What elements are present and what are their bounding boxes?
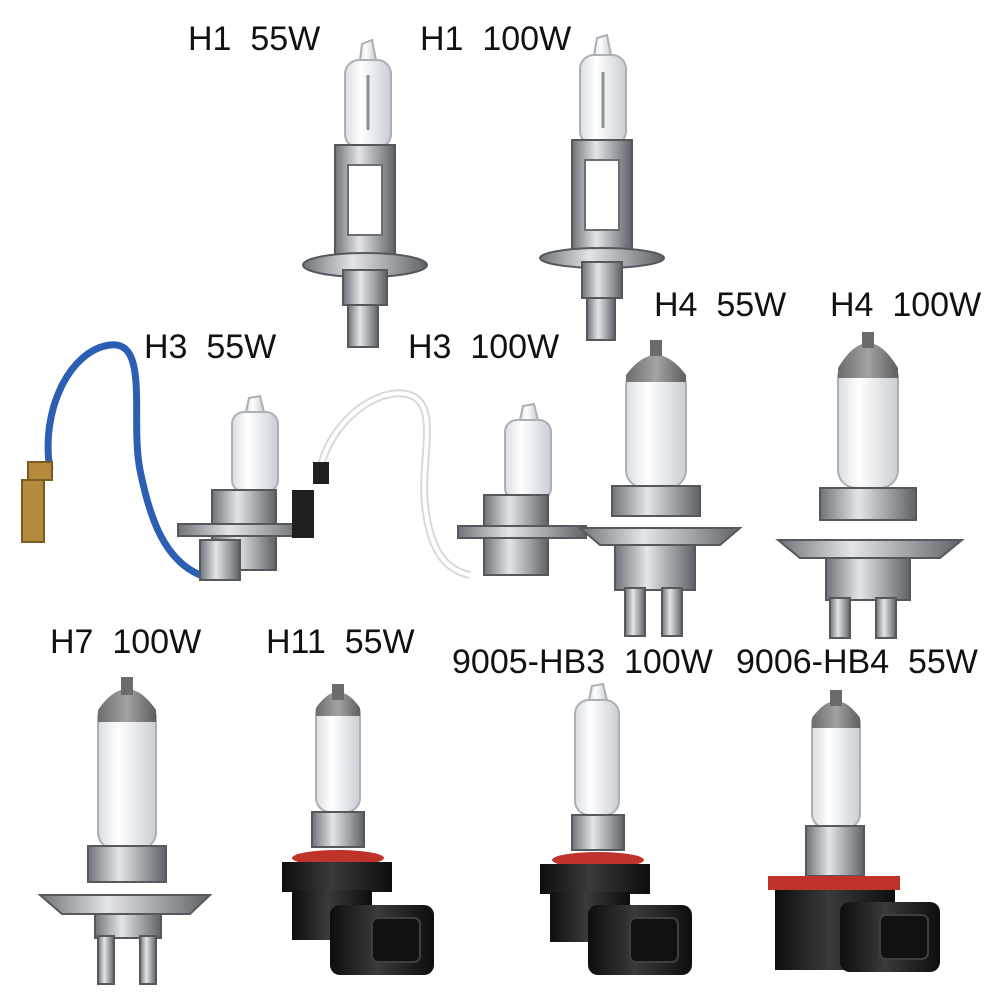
bulb-h1-55w — [302, 38, 428, 348]
label-h4-100w: H4 100W — [830, 286, 982, 324]
label-h1-55w: H1 55W — [188, 20, 321, 58]
label-h1-100w: H1 100W — [420, 20, 572, 58]
bulb-h11-55w — [282, 684, 434, 975]
bulb-h4-100w — [775, 332, 965, 639]
label-9005-hb3-100w: 9005-HB3 100W — [452, 643, 713, 681]
bulb-h3-100w — [292, 389, 587, 579]
label-9006-hb4-55w: 9006-HB4 55W — [736, 643, 978, 681]
bulb-h7-100w — [37, 677, 213, 985]
label-h4-55w: H4 55W — [654, 286, 787, 324]
bulb-h3-55w — [21, 341, 309, 581]
bulb-h4-55w — [577, 340, 743, 637]
bulb-h1-100w — [539, 33, 665, 341]
label-h3-100w: H3 100W — [408, 328, 560, 366]
bulb-9006-hb4-55w — [768, 690, 940, 972]
label-h7-100w: H7 100W — [50, 623, 202, 661]
label-h11-55w: H11 55W — [266, 623, 415, 661]
label-h3-55w: H3 55W — [144, 328, 277, 366]
bulb-9005-hb3-100w — [540, 682, 692, 975]
